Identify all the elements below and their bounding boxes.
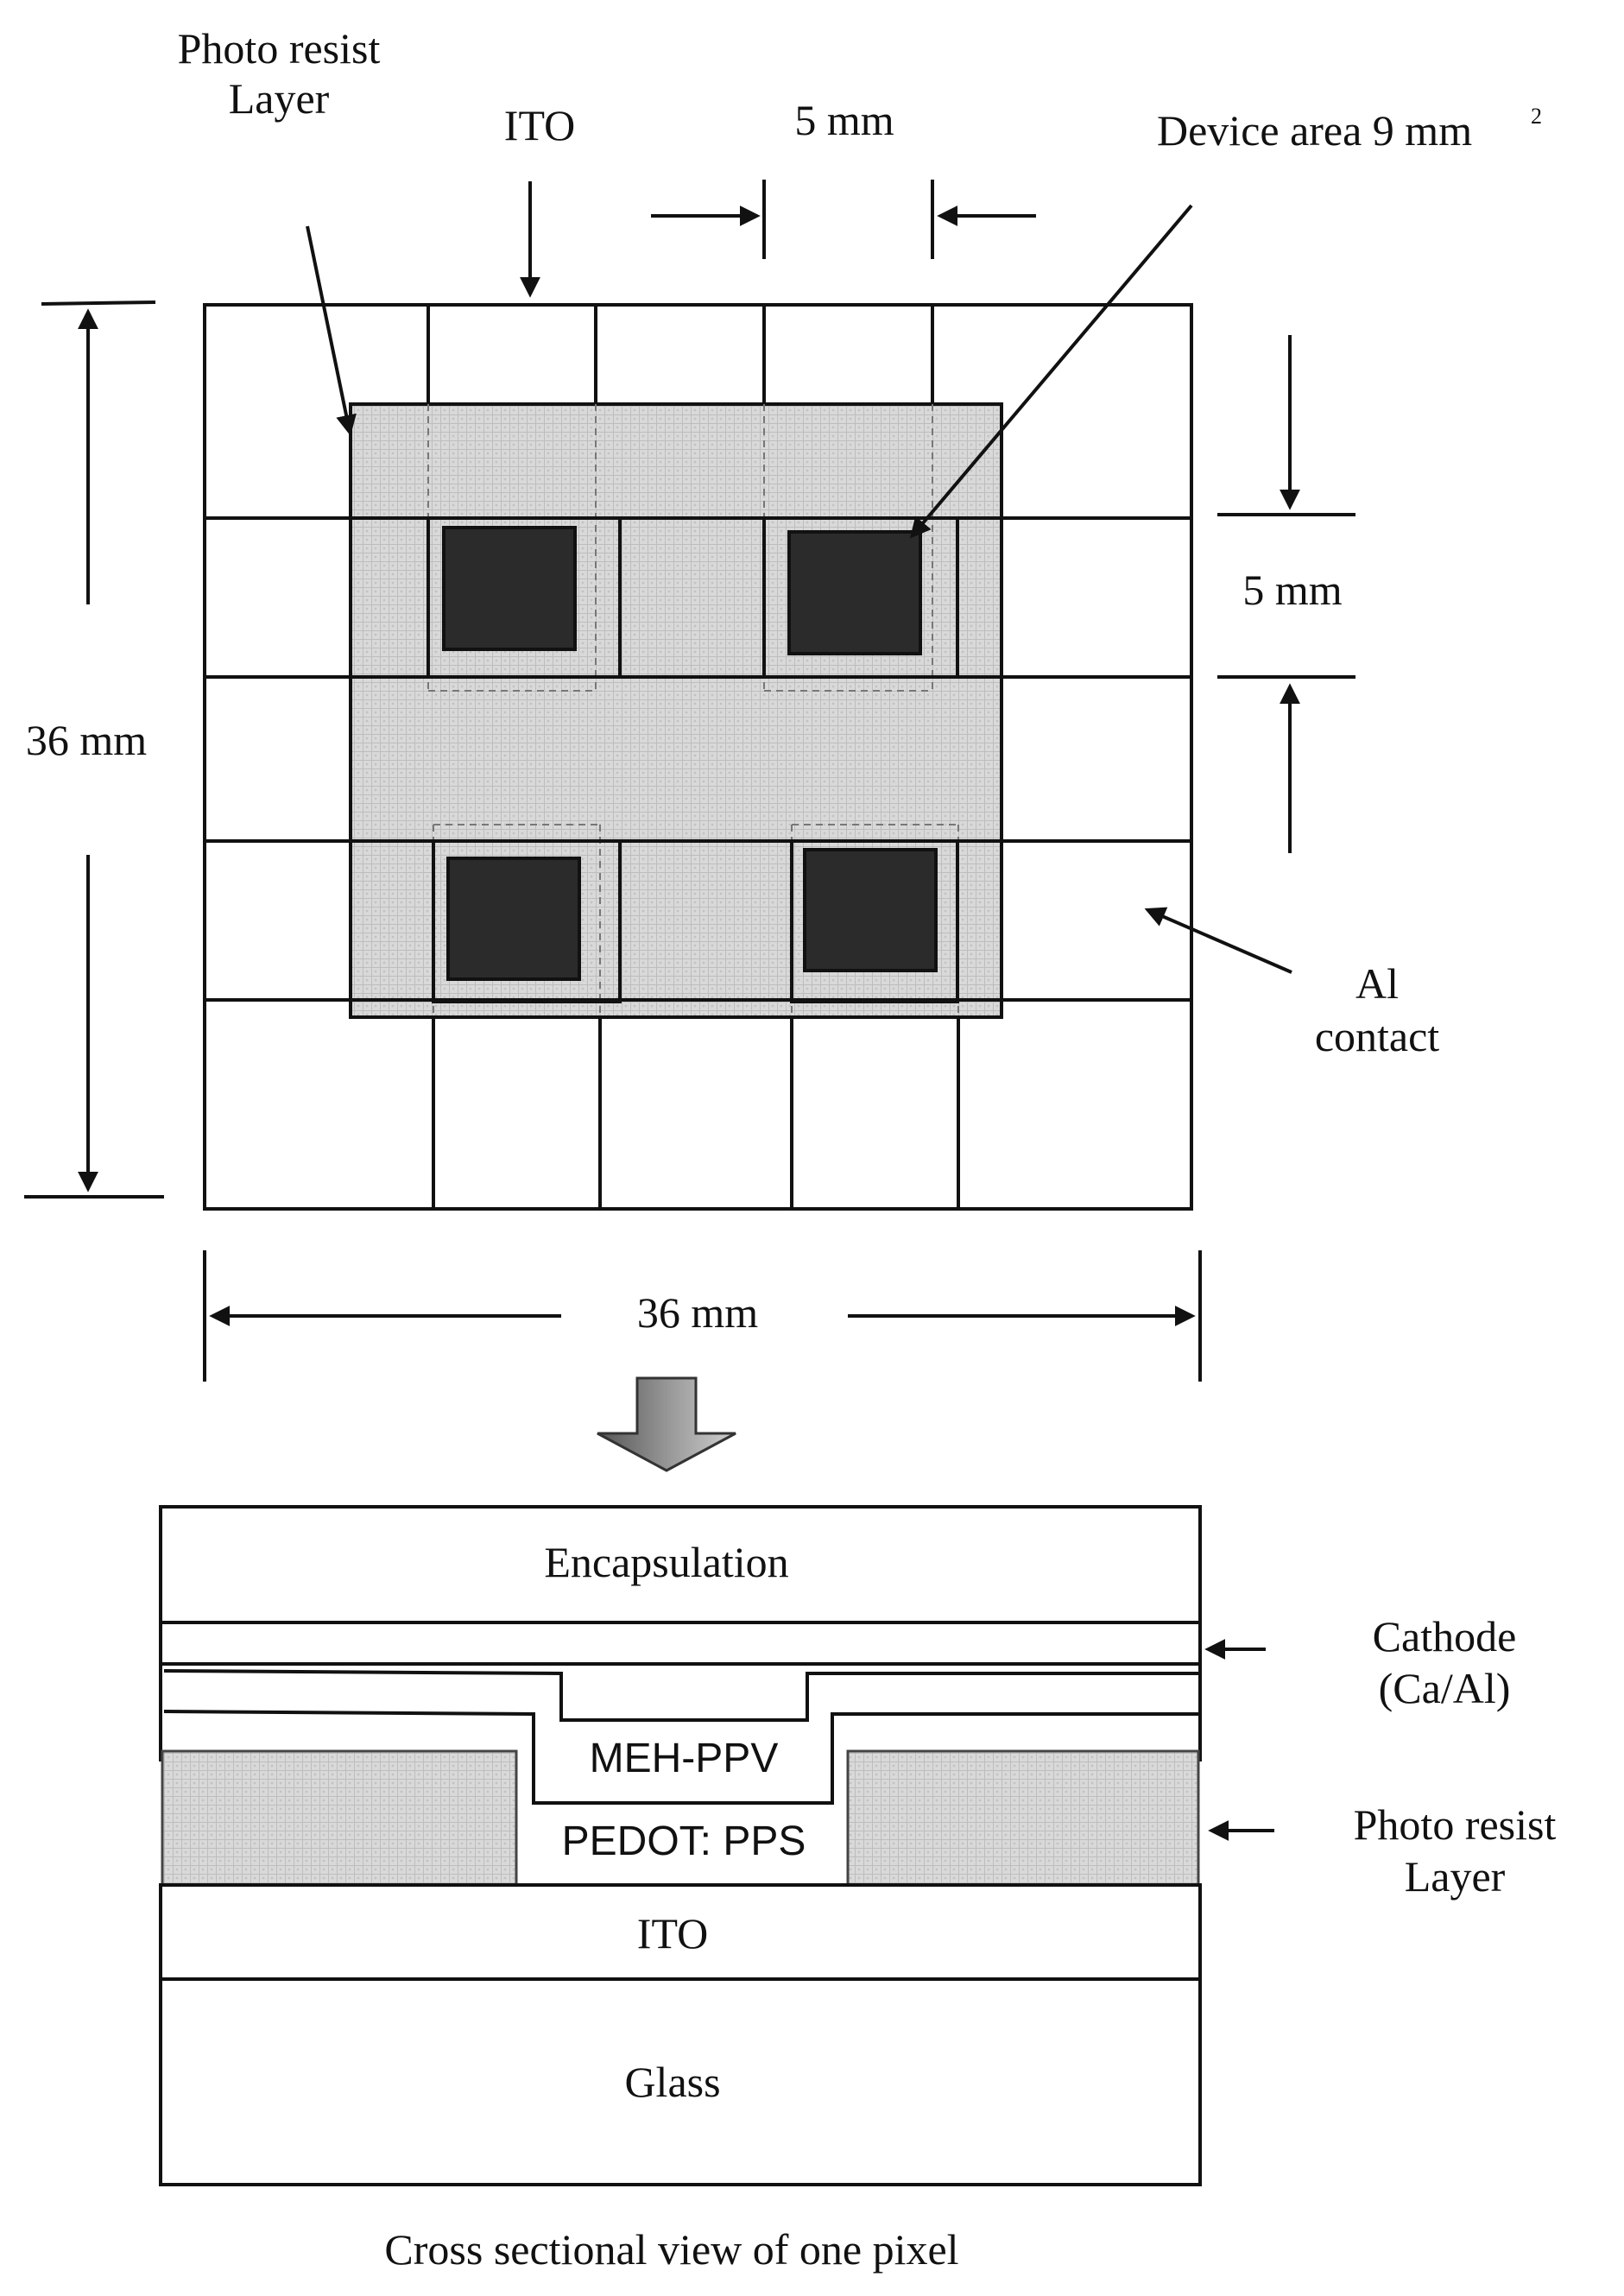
ito-label: ITO [504,101,575,149]
height-label: 36 mm [26,716,147,764]
cathode-label-line1: Cathode [1373,1612,1517,1660]
top-view [203,303,1193,1211]
photo-resist-block-left [161,1749,518,1887]
meh-ppv-profile [163,1710,1200,1805]
device-area-bottom-left [446,857,581,981]
cross-photo-resist-label-line1: Photo resist [1354,1800,1557,1849]
pixel-frame-top-left [427,516,622,679]
ito-strips-top [427,305,934,404]
cross-photo-resist-label-line2: Layer [1405,1852,1506,1901]
cross-section [159,1505,1274,2186]
ito-width-label: 5 mm [794,96,894,144]
top-view-labels: Photo resist Layer ITO 5 mm Device area … [26,24,1542,1337]
encapsulation-label: Encapsulation [544,1538,788,1586]
top-view-annotations [24,180,1355,1382]
meh-ppv-label: MEH-PPV [590,1736,779,1781]
device-area-superscript: 2 [1531,104,1542,129]
pedot-label: PEDOT: PPS [562,1818,806,1864]
device-area-label: Device area 9 mm [1157,106,1472,155]
device-area-top-right [787,530,922,655]
al-contact-label-line2: contact [1315,1012,1439,1060]
cross-section-labels: Encapsulation Cathode (Ca/Al) MEH-PPV PE… [544,1538,1556,2106]
photo-resist-pointer [306,225,357,436]
cathode-label-line2: (Ca/Al) [1379,1664,1511,1712]
device-area-top-left [442,526,577,651]
encapsulation-layer [159,1505,1202,1624]
ito-strips-bottom [432,1015,960,1209]
ito-layer-label: ITO [637,1909,708,1958]
ito-layer [159,1883,1202,1981]
width-label: 36 mm [637,1288,758,1337]
photo-resist-block-right [846,1749,1200,1887]
pixel-frame-bottom-left [432,839,622,1003]
pixel-frame-top-right [762,516,959,679]
glass-layer [159,1977,1202,2186]
al-contact-pointer [1144,907,1292,974]
al-width-label: 5 mm [1242,566,1342,614]
device-area-pointer [909,204,1193,539]
pixel-frame-bottom-right [790,839,959,1003]
photo-resist-label-line2: Layer [229,74,330,123]
down-arrow [597,1376,736,1472]
glass-label: Glass [624,2058,720,2106]
photo-resist-label-line1: Photo resist [178,24,381,73]
figure-caption: Cross sectional view of one pixel [384,2225,958,2274]
al-contact-label-line1: Al [1355,959,1399,1008]
cathode-profile [163,1669,1200,1722]
substrate-outline [203,303,1193,1211]
device-area-bottom-right [803,848,938,972]
